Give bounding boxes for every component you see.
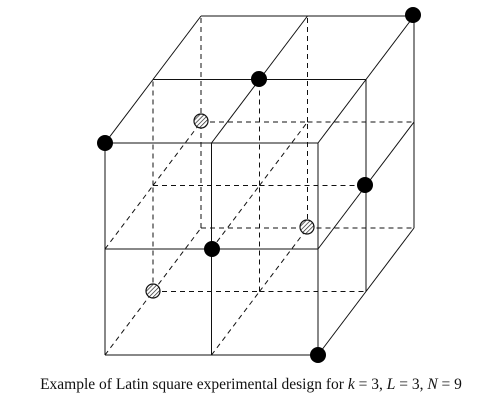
solid-design-point	[405, 7, 421, 23]
caption-prefix: Example of Latin square experimental des…	[40, 376, 348, 393]
hatched-design-point	[145, 283, 161, 299]
visible-edge	[259, 15, 308, 80]
hidden-edge	[259, 227, 308, 292]
hatched-design-point	[299, 219, 315, 235]
solid-design-point	[310, 347, 326, 363]
caption-k-variable: k	[347, 376, 355, 393]
hidden-edge	[104, 185, 154, 250]
caption-n-variable: N	[427, 376, 438, 393]
visible-edge	[317, 185, 367, 250]
hidden-edge	[259, 121, 308, 186]
solid-design-point	[204, 241, 220, 257]
caption-l-value: = 3,	[395, 376, 428, 393]
solid-design-point	[251, 71, 267, 87]
visible-edges	[104, 15, 415, 356]
visible-edge	[365, 227, 415, 292]
hidden-edge	[104, 291, 154, 356]
figure-caption: Example of Latin square experimental des…	[0, 376, 502, 394]
visible-edge	[104, 79, 154, 144]
visible-edge	[211, 79, 260, 144]
solid-design-point	[357, 177, 373, 193]
caption-l-variable: L	[386, 376, 396, 393]
visible-edge	[152, 15, 202, 80]
hidden-edge	[211, 185, 260, 250]
caption-n-value: = 9	[437, 376, 462, 393]
hidden-edge	[211, 291, 260, 356]
visible-edge	[317, 79, 367, 144]
hidden-edge	[152, 121, 202, 186]
caption-k-value: = 3,	[354, 376, 387, 393]
design-points	[97, 7, 421, 363]
latin-square-cube-diagram	[97, 7, 421, 363]
solid-design-point	[97, 135, 113, 151]
visible-edge	[317, 291, 367, 356]
visible-edge	[365, 121, 415, 186]
hidden-edge	[152, 227, 202, 292]
visible-edge	[365, 15, 415, 80]
hatched-design-point	[193, 113, 209, 129]
hidden-edges	[104, 16, 414, 356]
